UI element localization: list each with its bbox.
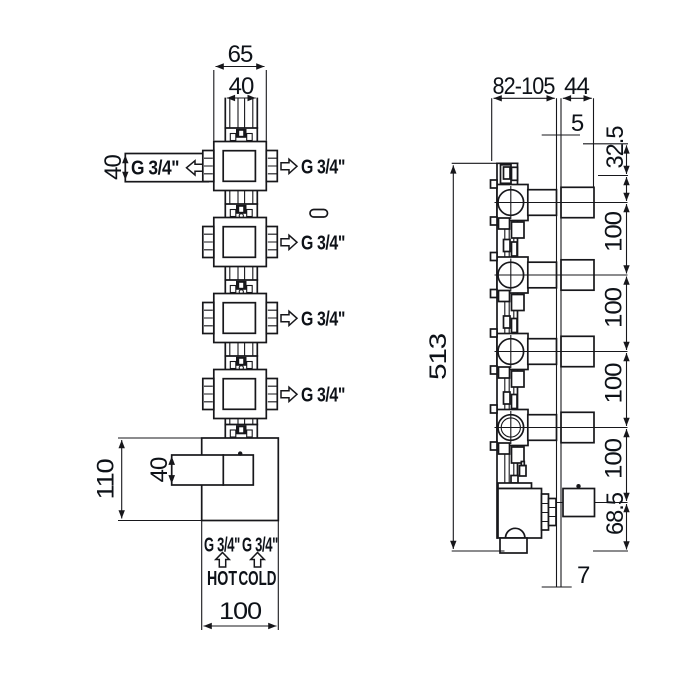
- dim-68-5: 68.5: [602, 492, 629, 535]
- dim-body-width: 65: [213, 41, 267, 141]
- dim-40-inlet: 40: [100, 155, 127, 180]
- outlet-label-4: G 3/4": [301, 385, 345, 407]
- flow-arrow-right-icon: [280, 385, 299, 404]
- dim-44: 44: [564, 73, 589, 100]
- neck-1: [224, 189, 259, 219]
- dim-7: 7: [577, 562, 590, 589]
- neck-2: [224, 265, 259, 295]
- dim-100-4: 100: [601, 438, 628, 479]
- dim-100-2: 100: [601, 287, 628, 328]
- dim-depth-range: 82-105: [491, 73, 595, 187]
- outlet-label-3: G 3/4": [301, 309, 345, 331]
- inlet-port: [122, 152, 210, 183]
- valve-body-3: [201, 292, 279, 344]
- cold-flow-arrow-icon: [248, 551, 267, 568]
- valve-column: [224, 97, 259, 439]
- knob-pin: [576, 484, 581, 489]
- hot-port-label: G 3/4": [204, 535, 240, 557]
- dim-100-3: 100: [601, 363, 628, 404]
- dim-100-1: 100: [601, 211, 628, 252]
- outlet-annotations: G 3/4" G 3/4" G 3/4" G 3/4" G 3/4": [131, 157, 346, 407]
- dim-plate-thickness: 5: [541, 110, 585, 137]
- flow-arrow-left-icon: [185, 159, 204, 177]
- flow-arrow-right-icon: [280, 157, 299, 176]
- dim-cartridge-width: 40: [226, 73, 256, 102]
- dim-82-105: 82-105: [493, 73, 556, 100]
- plug-capsule: [309, 208, 329, 218]
- dim-plate-bottom: 7: [541, 562, 591, 589]
- dim-trim-depth: 44: [562, 73, 592, 102]
- outlet-label-2: G 3/4": [301, 233, 345, 255]
- dim-5: 5: [571, 110, 584, 137]
- dim-40-handle: 40: [146, 457, 173, 482]
- dim-513: 513: [425, 333, 452, 380]
- hot-label: HOT: [207, 568, 237, 590]
- mixer-body: [168, 437, 280, 522]
- side-view: 82-105 44 5 7 513: [425, 73, 630, 589]
- hot-cold-ports: G 3/4" G 3/4" HOT COLD: [201, 520, 279, 630]
- front-view: G 3/4" G 3/4" G 3/4" G 3/4" G 3/4" G 3/4…: [93, 41, 346, 630]
- neck-4: [224, 417, 259, 439]
- dim-65: 65: [228, 41, 253, 68]
- dim-mixer-height: 110: [93, 437, 202, 522]
- side-mixer: [497, 474, 596, 554]
- flow-arrow-right-icon: [280, 233, 299, 252]
- valve-body-4: [201, 368, 279, 420]
- cold-port-label: G 3/4": [242, 535, 278, 557]
- dim-32-5: 32.5: [602, 126, 629, 169]
- side-valve-4: [489, 391, 595, 477]
- mixer-knob: [562, 487, 596, 518]
- dim-110: 110: [93, 459, 120, 500]
- cold-label: COLD: [239, 568, 277, 590]
- valve-body-1: [201, 140, 279, 192]
- dim-100-bottom: 100: [219, 598, 262, 625]
- flow-arrow-right-icon: [280, 309, 299, 328]
- dim-40-top: 40: [229, 73, 254, 100]
- handle-pin: [238, 451, 243, 456]
- neck-top: [224, 97, 259, 143]
- dim-handle-size: 40: [146, 456, 175, 484]
- dim-chain: 32.5 100 100 100 100 68.5: [583, 126, 630, 552]
- dim-inlet-size: 40: [100, 155, 127, 180]
- valve-body-2: [201, 216, 279, 268]
- outlet-label-1: G 3/4": [301, 157, 345, 179]
- inlet-label: G 3/4": [131, 158, 179, 180]
- neck-3: [224, 341, 259, 371]
- dim-total-height: 513: [425, 162, 505, 552]
- dim-mixer-width: 100: [203, 598, 277, 630]
- hot-flow-arrow-icon: [213, 551, 232, 568]
